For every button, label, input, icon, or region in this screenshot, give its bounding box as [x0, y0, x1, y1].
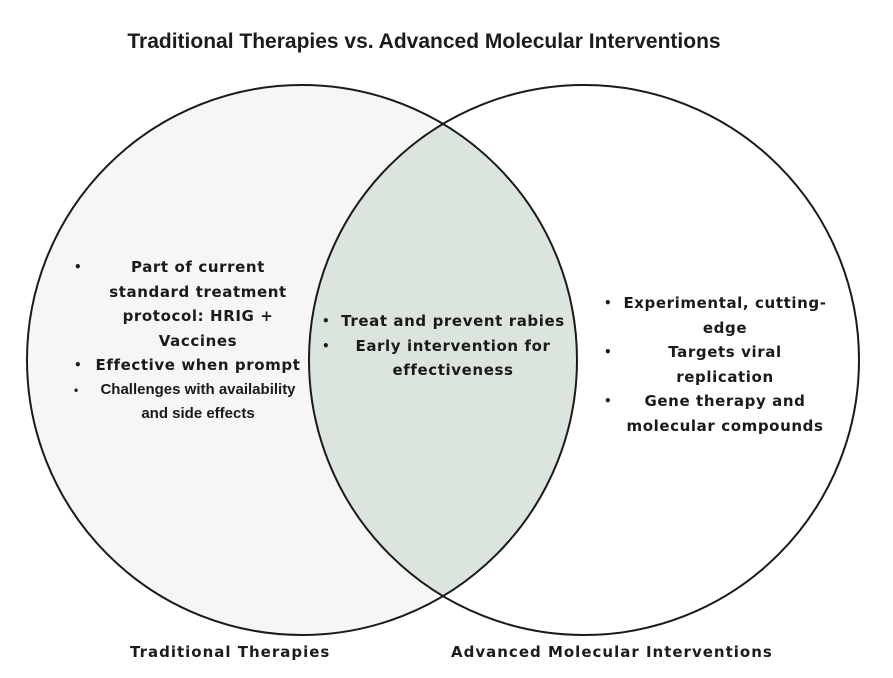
- intersection-fill: [309, 85, 577, 635]
- traditional-therapies-list: Part of current standard treatment proto…: [74, 255, 308, 427]
- traditional-item-2: Effective when prompt: [74, 353, 308, 378]
- molecular-item-3: Gene therapy and molecular compounds: [604, 389, 830, 438]
- traditional-item-3: Challenges with availability and side ef…: [74, 378, 308, 427]
- shared-features-list: Treat and prevent rabies Early intervent…: [322, 309, 578, 383]
- molecular-item-2: Targets viral replication: [604, 340, 830, 389]
- traditional-therapies-label: Traditional Therapies: [130, 643, 331, 661]
- shared-item-1: Treat and prevent rabies: [322, 309, 578, 334]
- molecular-interventions-list: Experimental, cutting-edge Targets viral…: [604, 291, 830, 438]
- molecular-interventions-label: Advanced Molecular Interventions: [451, 643, 773, 661]
- traditional-item-1: Part of current standard treatment proto…: [74, 255, 308, 353]
- shared-item-2: Early intervention for effectiveness: [322, 334, 578, 383]
- right-circle-outline: [308, 84, 860, 636]
- molecular-item-1: Experimental, cutting-edge: [604, 291, 830, 340]
- diagram-title: Traditional Therapies vs. Advanced Molec…: [127, 30, 721, 53]
